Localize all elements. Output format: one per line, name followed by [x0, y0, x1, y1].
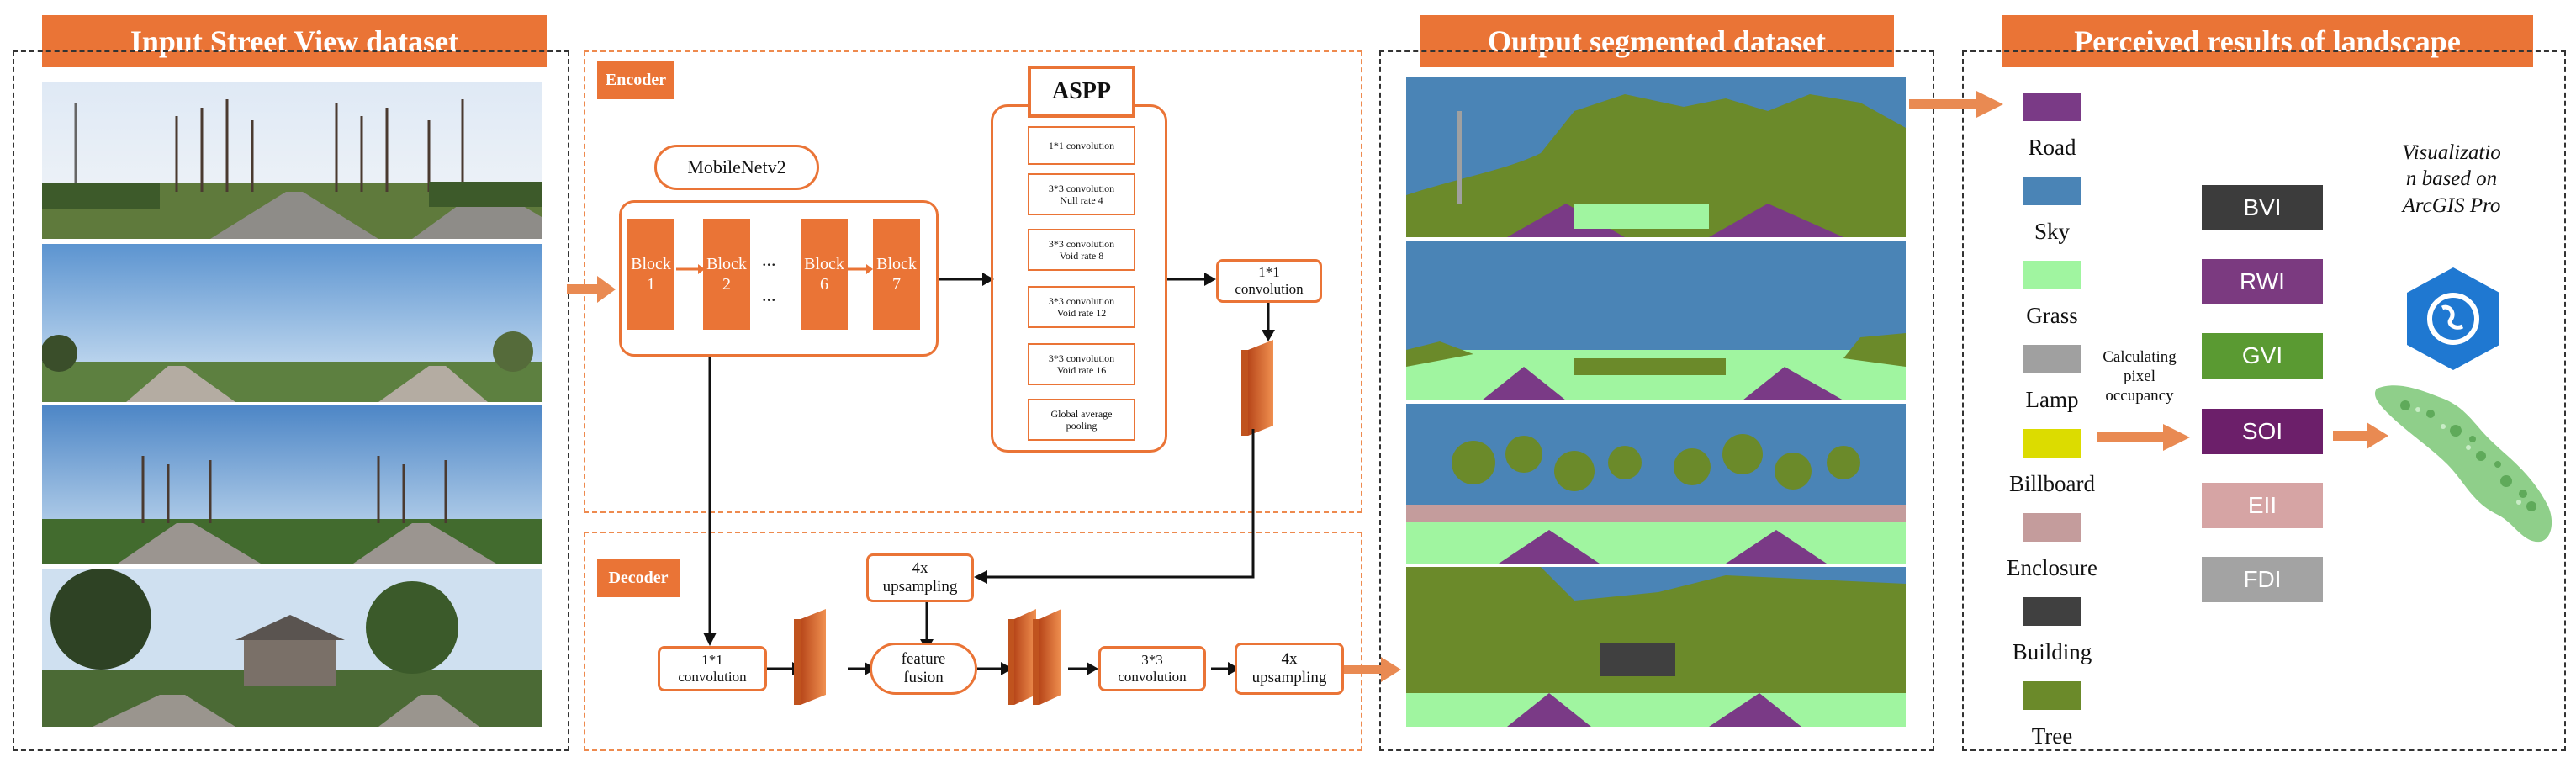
street-view-photo-4 — [42, 569, 542, 727]
conv-to-featuremap-arrow — [1262, 303, 1275, 341]
legend-swatch-lamp — [2023, 345, 2081, 373]
legend-swatch-billboard — [2023, 429, 2081, 458]
segmented-image-1 — [1406, 77, 1906, 237]
encoder-to-aspp-arrow — [939, 273, 994, 286]
arcgis-pro-icon — [2407, 267, 2499, 370]
input-frame — [13, 50, 569, 751]
encoder-frame — [584, 50, 1362, 513]
legend-swatch-sky — [2023, 177, 2081, 205]
metric-fdi: FDI — [2202, 557, 2323, 602]
street-view-photo-3 — [42, 405, 542, 564]
encoder-tag: Encoder — [597, 61, 674, 99]
segmented-image-4 — [1406, 567, 1906, 727]
lowlevel-feature-arrow — [703, 357, 717, 646]
metrics-to-map-arrow — [2333, 422, 2388, 449]
encoder-feature-map — [1241, 340, 1273, 436]
legend-label-lamp: Lamp — [2025, 387, 2079, 412]
legend-label-enclosure: Enclosure — [2007, 555, 2097, 580]
perceived-frame — [1962, 50, 2566, 751]
legend-swatch-road — [2023, 93, 2081, 121]
legend-label-billboard: Billboard — [2009, 471, 2095, 496]
decoder-tag: Decoder — [597, 559, 680, 597]
legend-label-tree: Tree — [2031, 723, 2073, 749]
perceived-results-title: Perceived results of landscape — [2002, 15, 2533, 67]
legend-label-road: Road — [2028, 135, 2076, 160]
output-frame — [1379, 50, 1934, 751]
ellipsis-upper: ... — [762, 249, 776, 270]
output-dataset-title: Output segmented dataset — [1420, 15, 1894, 67]
legend-label-sky: Sky — [2034, 219, 2071, 244]
calculating-arrow — [2097, 424, 2190, 451]
segmented-image-3 — [1406, 404, 1906, 564]
featuremap-to-upsampling-path — [974, 429, 1255, 584]
decoder-frame — [584, 532, 1362, 751]
segmented-image-2 — [1406, 241, 1906, 400]
landscape-map-visualization — [2374, 385, 2552, 543]
legend-swatch-grass — [2023, 261, 2081, 289]
legend-label-building: Building — [2012, 639, 2092, 664]
metric-eii: EII — [2202, 483, 2323, 528]
output-to-perceived-arrow — [1909, 91, 2003, 118]
ellipsis-lower: ... — [762, 284, 776, 305]
metric-bvi: BVI — [2202, 185, 2323, 230]
legend-swatch-tree — [2023, 681, 2081, 710]
input-dataset-title: Input Street View dataset — [42, 15, 547, 67]
street-view-photo-2 — [42, 244, 542, 402]
metric-soi: SOI — [2202, 409, 2323, 454]
aspp-title: ASPP — [1028, 66, 1135, 118]
input-to-model-arrow — [567, 276, 616, 303]
metric-gvi: GVI — [2202, 333, 2323, 379]
street-view-photo-1 — [42, 82, 542, 239]
aspp-conv-1x1: 1*1 convolution — [1028, 126, 1135, 165]
metric-rwi: RWI — [2202, 259, 2323, 304]
legend-label-grass: Grass — [2026, 303, 2078, 328]
legend-swatch-building — [2023, 597, 2081, 626]
aspp-to-conv-arrow — [1167, 273, 1216, 286]
decoder-to-output-arrow — [1344, 657, 1401, 682]
legend-swatch-enclosure — [2023, 513, 2081, 542]
mobilenetv2-container — [619, 200, 939, 357]
legend: Road Sky Grass Lamp Billboard Enclosure … — [1976, 93, 2178, 749]
decoder-feature-map-2 — [1008, 609, 1061, 705]
block-arrows — [676, 264, 873, 274]
mobilenetv2-label: MobileNetv2 — [654, 145, 819, 190]
decoder-feature-map-1 — [794, 609, 826, 705]
